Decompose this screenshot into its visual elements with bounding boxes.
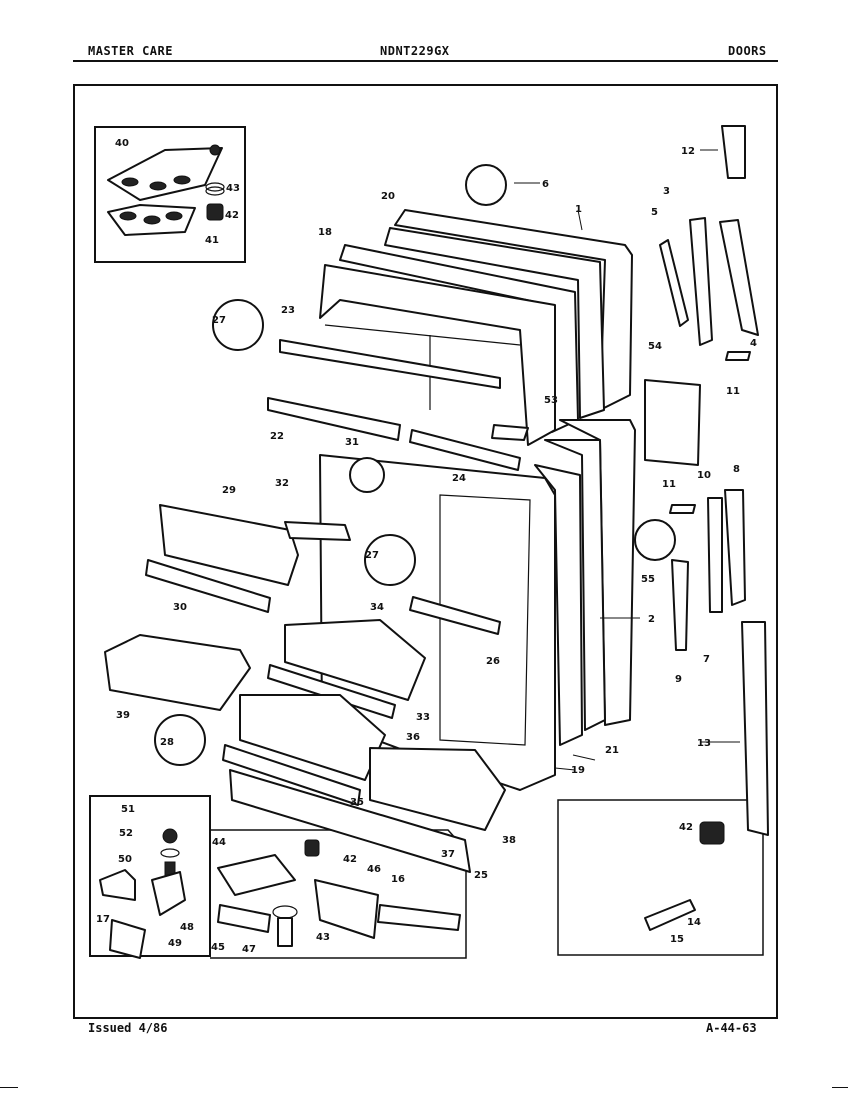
footer-page-code: A-44-63 — [706, 1021, 757, 1035]
callout-53: 53 — [544, 395, 558, 406]
callout-52: 52 — [119, 828, 133, 839]
callout-43b: 43 — [316, 932, 330, 943]
callout-4: 4 — [750, 338, 757, 349]
inset-box-hinge-top — [94, 126, 246, 263]
callout-54: 54 — [648, 341, 662, 352]
header-left: MASTER CARE — [88, 44, 173, 58]
callout-35: 35 — [350, 797, 364, 808]
callout-45: 45 — [211, 942, 225, 953]
callout-48: 48 — [180, 922, 194, 933]
callout-12: 12 — [681, 146, 695, 157]
callout-31: 31 — [345, 437, 359, 448]
inset-box-hinge-bottom — [89, 795, 211, 957]
callout-34: 34 — [370, 602, 384, 613]
callout-24: 24 — [452, 473, 466, 484]
callout-16: 16 — [391, 874, 405, 885]
callout-44: 44 — [212, 837, 226, 848]
lower-hinge-parts — [99, 821, 725, 959]
header-rule — [73, 60, 778, 62]
handle-and-hinge-pieces — [644, 125, 769, 836]
bottom-left-tick — [0, 1087, 18, 1088]
callout-32: 32 — [275, 478, 289, 489]
callout-36: 36 — [406, 732, 420, 743]
callout-19: 19 — [571, 765, 585, 776]
callout-49: 49 — [168, 938, 182, 949]
bottom-right-tick — [832, 1087, 848, 1088]
callout-10: 10 — [697, 470, 711, 481]
callout-39: 39 — [116, 710, 130, 721]
callout-2: 2 — [648, 614, 655, 625]
callout-42b: 42 — [343, 854, 357, 865]
callout-11b: 11 — [662, 479, 676, 490]
callout-3: 3 — [663, 186, 670, 197]
callout-25: 25 — [474, 870, 488, 881]
callout-5: 5 — [651, 207, 658, 218]
callout-43: 43 — [226, 183, 240, 194]
callout-37: 37 — [441, 849, 455, 860]
callout-1: 1 — [575, 204, 582, 215]
callout-51: 51 — [121, 804, 135, 815]
callout-11: 11 — [726, 386, 740, 397]
callout-55: 55 — [641, 574, 655, 585]
callout-6: 6 — [542, 179, 549, 190]
callout-13: 13 — [697, 738, 711, 749]
callout-29: 29 — [222, 485, 236, 496]
callout-28: 28 — [160, 737, 174, 748]
callout-46: 46 — [367, 864, 381, 875]
freezer-door-assembly — [267, 209, 633, 471]
callout-18: 18 — [318, 227, 332, 238]
callout-9: 9 — [675, 674, 682, 685]
callout-14: 14 — [687, 917, 701, 928]
callout-30: 30 — [173, 602, 187, 613]
callout-41: 41 — [205, 235, 219, 246]
callout-15: 15 — [670, 934, 684, 945]
callout-17: 17 — [96, 914, 110, 925]
inset-box-parts — [557, 799, 764, 956]
callout-7: 7 — [703, 654, 710, 665]
callout-26: 26 — [486, 656, 500, 667]
callout-23: 23 — [281, 305, 295, 316]
callout-21: 21 — [605, 745, 619, 756]
callout-27b: 27 — [365, 550, 379, 561]
diagram-frame — [73, 84, 778, 1019]
callout-40: 40 — [115, 138, 129, 149]
callout-8: 8 — [733, 464, 740, 475]
callout-27: 27 — [212, 315, 226, 326]
header-section: DOORS — [728, 44, 767, 58]
callout-38: 38 — [502, 835, 516, 846]
header-model-number: NDNT229GX — [380, 44, 450, 58]
callout-20: 20 — [381, 191, 395, 202]
door-bins — [104, 504, 506, 873]
footer-issued: Issued 4/86 — [88, 1021, 168, 1035]
callout-42c: 42 — [679, 822, 693, 833]
top-hinge-part — [107, 144, 225, 236]
detail-bubbles — [154, 164, 676, 766]
callout-50: 50 — [118, 854, 132, 865]
callout-22: 22 — [270, 431, 284, 442]
callout-42: 42 — [225, 210, 239, 221]
callout-47: 47 — [242, 944, 256, 955]
callout-leaders — [514, 149, 740, 771]
callout-33: 33 — [416, 712, 430, 723]
